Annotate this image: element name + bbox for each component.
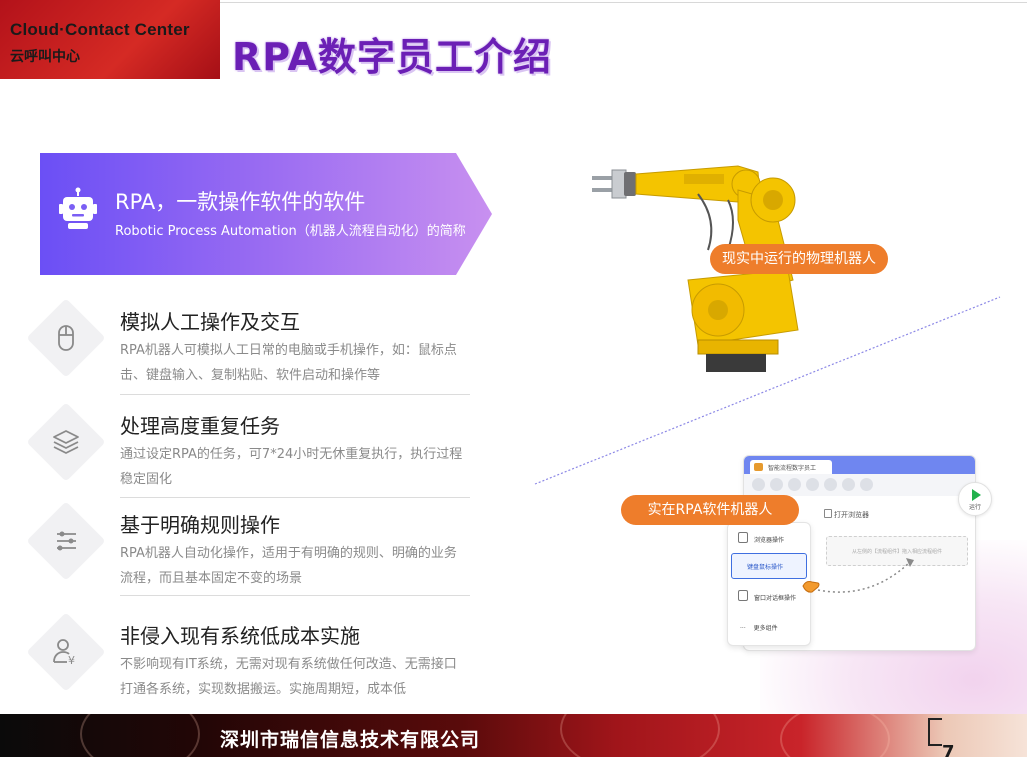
footer-banner: 深圳市瑞信信息技术有限公司 <box>0 714 1027 757</box>
feature-desc: RPA机器人可模拟人工日常的电脑或手机操作，如：鼠标点击、键盘输入、复制粘贴、软… <box>120 343 457 383</box>
toolbar-button[interactable] <box>770 478 783 491</box>
toolbar-button[interactable] <box>860 478 873 491</box>
hero-title: RPA，一款操作软件的软件 <box>115 190 366 214</box>
sliders-icon <box>57 531 76 551</box>
feature-divider <box>120 595 470 596</box>
person-yuan-icon: ¥ <box>53 639 75 667</box>
page-title: RPA数字员工介绍 <box>232 35 553 79</box>
feature-title: 模拟人工操作及交互 <box>120 310 300 334</box>
feature-title: 处理高度重复任务 <box>120 414 280 438</box>
physical-robot-label: 现实中运行的物理机器人 <box>710 244 888 274</box>
feature-desc: 通过设定RPA的任务，可7*24小时无休重复执行，执行过程稳定固化 <box>120 447 463 487</box>
feature-title: 非侵入现有系统低成本实施 <box>120 624 360 648</box>
company-name: 深圳市瑞信信息技术有限公司 <box>220 729 481 751</box>
hero-banner: RPA，一款操作软件的软件 Robotic Process Automation… <box>40 153 492 275</box>
toolbar-button[interactable] <box>752 478 765 491</box>
browser-icon <box>738 532 748 543</box>
mouse-icon <box>58 325 74 351</box>
toolbar-button[interactable] <box>788 478 801 491</box>
drop-zone-hint[interactable]: 从左侧的【流程组件】拖入相应流程组件 <box>826 536 968 566</box>
app-tab-title: 智能流程数字员工 <box>768 465 817 472</box>
more-icon: ··· <box>740 625 746 632</box>
window-icon <box>738 590 748 601</box>
brand-name-cn: 云呼叫中心 <box>10 49 80 65</box>
header-divider <box>220 2 1027 3</box>
layers-icon <box>53 430 79 454</box>
hand-cursor-icon <box>802 581 820 593</box>
robot-icon <box>59 187 97 229</box>
component-menu: 浏览器操作 键盘鼠标操作 窗口对话框操作 ··· 更多组件 <box>727 522 811 646</box>
run-button[interactable]: 运行 <box>958 482 992 516</box>
page-number-frame <box>928 718 942 746</box>
feature-divider <box>120 394 470 395</box>
menu-item-window-dialog[interactable]: 窗口对话框操作 <box>738 590 796 602</box>
play-icon <box>972 489 981 501</box>
app-logo-icon <box>754 463 763 471</box>
software-robot-label: 实在RPA软件机器人 <box>621 495 799 525</box>
toolbar-button[interactable] <box>824 478 837 491</box>
open-browser-step[interactable]: 打开浏览器 <box>834 511 869 519</box>
browser-icon <box>824 509 832 518</box>
svg-text:¥: ¥ <box>68 654 75 667</box>
hero-subtitle: Robotic Process Automation（机器人流程自动化）的简称 <box>115 224 466 239</box>
feature-desc: 不影响现有IT系统，无需对现有系统做任何改造、无需接口打通各系统，实现数据搬运。… <box>120 657 457 697</box>
brand-name-en: Cloud·Contact Center <box>10 20 190 39</box>
run-label: 运行 <box>968 504 981 511</box>
feature-desc: RPA机器人自动化操作，适用于有明确的规则、明确的业务流程，而且基本固定不变的场… <box>120 546 457 586</box>
app-toolbar <box>744 474 975 496</box>
feature-divider <box>120 497 470 498</box>
page-number: 7 <box>942 742 955 757</box>
toolbar-button[interactable] <box>806 478 819 491</box>
menu-item-keyboard-mouse[interactable]: 键盘鼠标操作 <box>731 553 807 579</box>
menu-item-more[interactable]: ··· 更多组件 <box>740 625 778 632</box>
app-tab[interactable]: 智能流程数字员工 <box>750 460 832 474</box>
feature-title: 基于明确规则操作 <box>120 513 280 537</box>
toolbar-button[interactable] <box>842 478 855 491</box>
brand-block: Cloud·Contact Center 云呼叫中心 <box>0 0 220 79</box>
menu-item-browser[interactable]: 浏览器操作 <box>738 532 784 544</box>
app-canvas: 打开浏览器 从左侧的【流程组件】拖入相应流程组件 <box>824 504 970 646</box>
